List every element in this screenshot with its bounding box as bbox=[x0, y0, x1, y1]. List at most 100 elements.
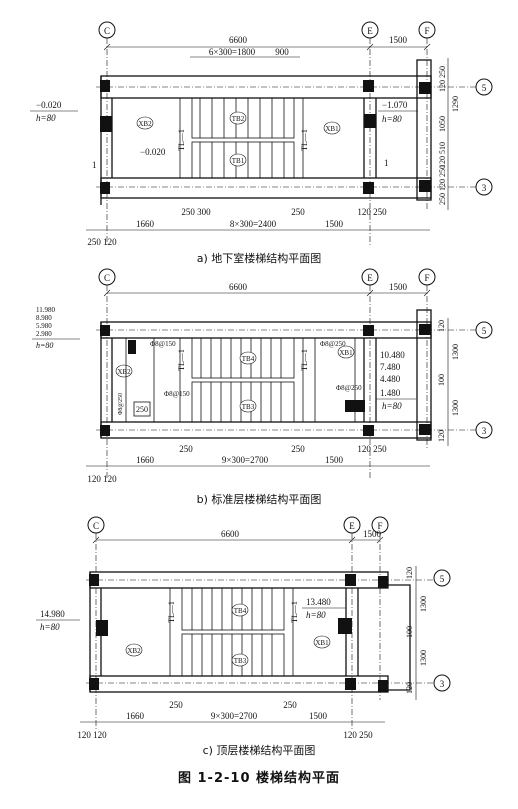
level-left: −0.020 bbox=[36, 100, 62, 110]
label-xb-left: XB2 bbox=[138, 120, 152, 128]
tread-mark-top bbox=[231, 603, 249, 617]
level-right-1: 7.480 bbox=[380, 362, 401, 372]
axis-label-f: F bbox=[377, 521, 382, 531]
dim-b0: 120 120 bbox=[87, 474, 117, 484]
axis-label-5: 5 bbox=[482, 83, 487, 93]
dim-r0: 120 bbox=[437, 320, 446, 332]
dim-landing-top: 900 bbox=[275, 47, 289, 57]
dim-steps-top: 6×300=1800 bbox=[209, 47, 256, 57]
wall-outlines bbox=[89, 571, 411, 693]
box-250 bbox=[133, 401, 151, 417]
dim-right-bay: 1500 bbox=[389, 35, 408, 45]
plan-top-floor: C E F 5 3 6600 1500 bbox=[36, 516, 451, 740]
slab-mark-left bbox=[115, 364, 133, 378]
level-right: −1.070 bbox=[382, 100, 408, 110]
tread-mark-top bbox=[239, 351, 257, 365]
dim-r2: 100 bbox=[437, 374, 446, 386]
level-right: 13.480 bbox=[306, 597, 331, 607]
level-right-0: 10.480 bbox=[380, 350, 405, 360]
label-tl-right: TL—1 bbox=[300, 129, 309, 151]
label-box-250: 250 bbox=[136, 405, 148, 414]
stair-flights bbox=[179, 337, 304, 423]
axis-bubble-5 bbox=[433, 569, 451, 587]
axis-label-3: 3 bbox=[482, 183, 487, 193]
level-inner: −0.020 bbox=[140, 147, 166, 157]
level-left-3: 2.980 bbox=[36, 330, 52, 338]
dim-r3: 1300 bbox=[419, 650, 428, 666]
axis-lines bbox=[86, 533, 434, 730]
dim-b3: 9×300=2700 bbox=[222, 455, 269, 465]
wall-outlines bbox=[100, 59, 432, 205]
columns bbox=[100, 80, 431, 194]
axis-label-3: 3 bbox=[440, 679, 445, 689]
label-tl-right: TL—1 bbox=[290, 601, 299, 623]
label-tb-top: TB4 bbox=[234, 607, 247, 615]
axis-label-c: C bbox=[104, 26, 110, 36]
axis-label-3: 3 bbox=[482, 426, 487, 436]
dim-r5: 250 120 250 bbox=[438, 165, 447, 205]
stair-flights bbox=[169, 587, 294, 677]
caption-plan-a: a) 地下室楼梯结构平面图 bbox=[196, 252, 322, 265]
top-dimension-lines bbox=[92, 536, 384, 544]
dim-r1: 1300 bbox=[419, 596, 428, 612]
dim-r3: 1050 bbox=[438, 116, 447, 132]
label-xb-left: XB2 bbox=[127, 647, 141, 655]
caption-plan-b: b) 标准层楼梯结构平面图 bbox=[196, 493, 322, 506]
axis-label-f: F bbox=[424, 26, 429, 36]
thickness-right: h=80 bbox=[382, 401, 402, 411]
dim-b4: 250 bbox=[291, 444, 305, 454]
axis-label-f: F bbox=[424, 273, 429, 283]
section-mark-right: 1 bbox=[384, 158, 389, 168]
top-dimension-lines bbox=[103, 43, 431, 58]
dim-r1: 120 bbox=[438, 80, 447, 92]
section-mark-left: 1 bbox=[92, 160, 97, 170]
dim-b5: 1500 bbox=[325, 219, 344, 229]
dim-b2: 250 bbox=[179, 444, 193, 454]
dim-r2: 1290 bbox=[451, 96, 460, 112]
dim-right-bay: 1500 bbox=[389, 282, 408, 292]
axis-label-5: 5 bbox=[482, 326, 487, 336]
slab-mark-right bbox=[337, 345, 355, 359]
dim-b1: 1660 bbox=[126, 711, 145, 721]
tread-mark-bottom bbox=[229, 153, 247, 167]
axis-label-c: C bbox=[104, 273, 110, 283]
axis-lines bbox=[96, 38, 476, 245]
dim-b0: 250 120 bbox=[87, 237, 117, 247]
caption-plan-c: c) 顶层楼梯结构平面图 bbox=[202, 744, 316, 757]
dim-total-width: 6600 bbox=[229, 282, 248, 292]
level-left-1: 8.980 bbox=[36, 314, 52, 322]
dim-r2: 100 bbox=[405, 626, 414, 638]
label-xb-right: XB1 bbox=[325, 125, 339, 133]
thickness-right: h=80 bbox=[382, 114, 402, 124]
rebar-e: Φ8@250 bbox=[118, 393, 124, 415]
figure-title: 图 1-2-10 楼梯结构平面 bbox=[177, 771, 341, 786]
thickness-left: h=80 bbox=[40, 622, 60, 632]
plan-basement: C E F 5 3 6600 1500 6×300=1800 900 bbox=[30, 21, 493, 247]
level-left-2: 5.980 bbox=[36, 322, 52, 330]
axis-label-e: E bbox=[367, 273, 373, 283]
slab-mark-left bbox=[125, 643, 143, 657]
thickness-left: h=80 bbox=[36, 113, 56, 123]
label-tb-bottom: TB1 bbox=[232, 157, 245, 165]
dim-r3: 1300 bbox=[451, 400, 460, 416]
tread-mark-bottom bbox=[239, 399, 257, 413]
axis-lines bbox=[96, 285, 476, 478]
dim-b5: 1500 bbox=[325, 455, 344, 465]
thickness-left: h=80 bbox=[36, 341, 53, 350]
label-xb-right: XB1 bbox=[339, 349, 353, 357]
label-tb-top: TB2 bbox=[232, 115, 245, 123]
dim-r4: 120 510 bbox=[438, 142, 447, 168]
label-tb-bottom: TB3 bbox=[242, 403, 255, 411]
axis-bubble-3 bbox=[433, 674, 451, 692]
dim-b3: 9×300=2700 bbox=[211, 711, 258, 721]
tread-mark-bottom bbox=[231, 653, 249, 667]
label-tl-left: TL—1 bbox=[177, 349, 186, 371]
plan-standard: C E F 5 3 6600 1500 bbox=[32, 268, 493, 484]
label-xb-right: XB1 bbox=[315, 639, 329, 647]
label-tl-right: TL—1 bbox=[300, 349, 309, 371]
columns bbox=[89, 574, 388, 692]
dim-b4: 250 bbox=[291, 207, 305, 217]
label-tb-top: TB4 bbox=[242, 355, 255, 363]
level-left-0: 11.980 bbox=[36, 306, 55, 314]
